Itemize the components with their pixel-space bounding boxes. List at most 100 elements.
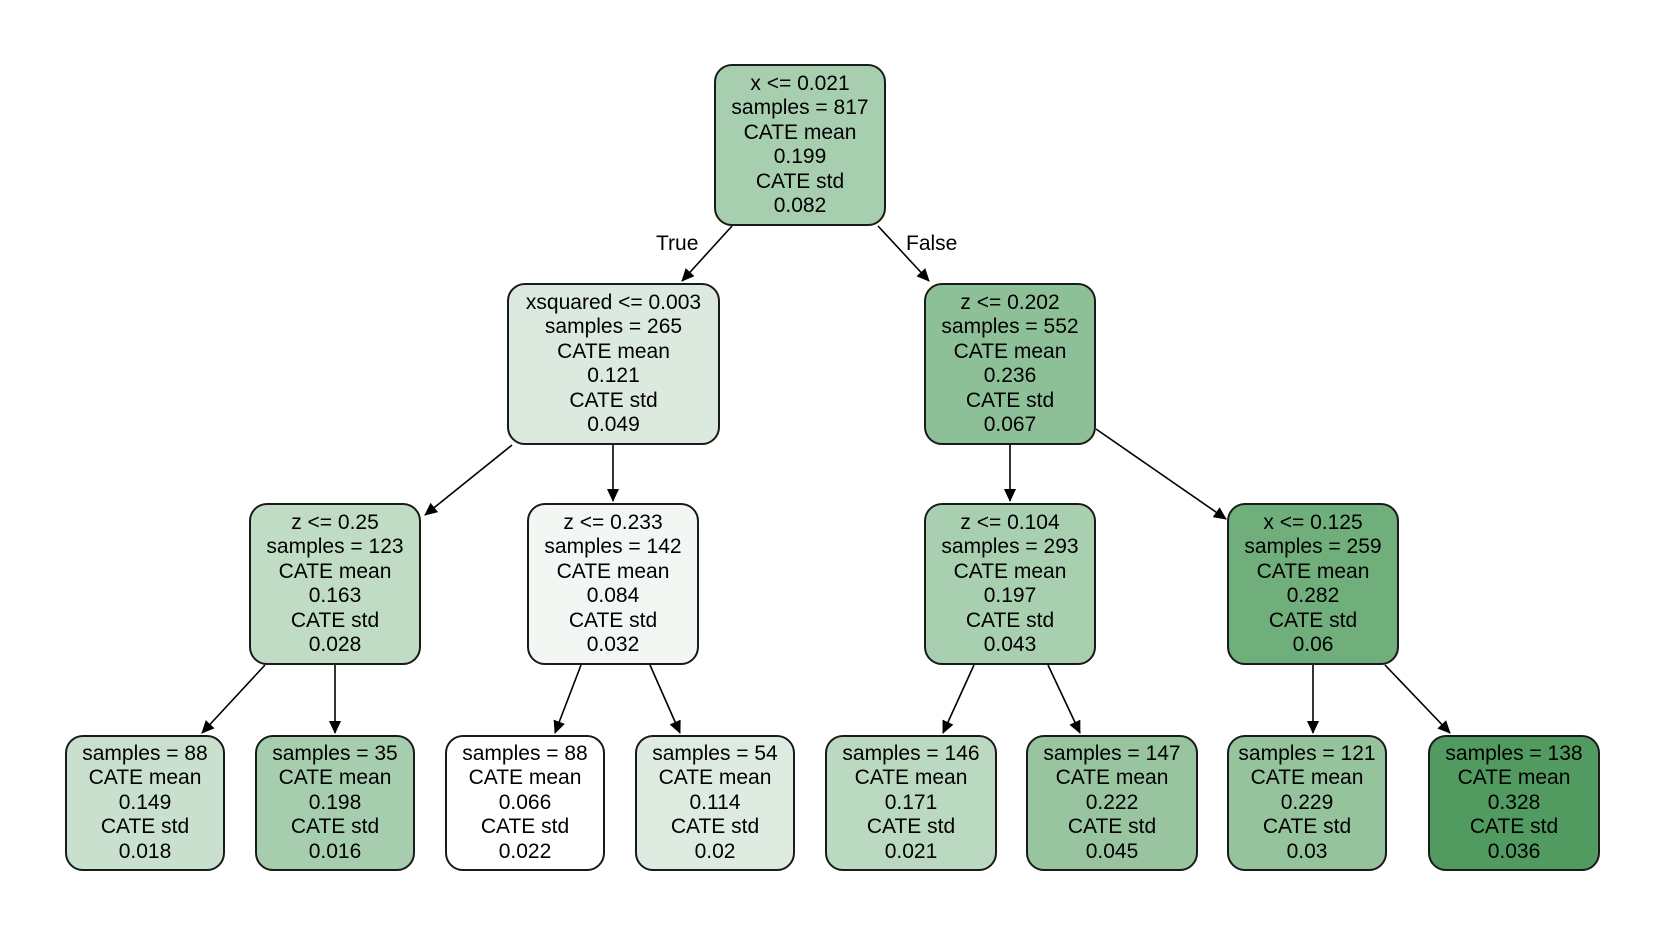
node-cate-mean-value: 0.236 <box>983 364 1037 387</box>
node-samples: samples = 552 <box>941 315 1079 338</box>
node-cate-mean-label: CATE mean <box>557 339 670 363</box>
tree-edge-9 <box>649 664 681 734</box>
node-cate-mean-label: CATE mean <box>1457 766 1571 790</box>
node-samples: samples = 817 <box>731 96 869 119</box>
node-cate-std-value: 0.03 <box>1286 839 1328 863</box>
node-cate-std-value: 0.049 <box>587 413 640 436</box>
node-cate-std-label: CATE std <box>480 815 570 839</box>
tree-edge-13 <box>1384 664 1451 734</box>
node-cate-std-value: 0.032 <box>586 633 640 656</box>
node-samples: samples = 142 <box>544 535 682 558</box>
node-cate-mean-value: 0.149 <box>118 790 172 814</box>
node-cate-mean-value: 0.197 <box>983 584 1037 607</box>
node-samples: samples = 259 <box>1244 535 1382 558</box>
node-samples: samples = 35 <box>272 741 398 765</box>
node-cate-mean-label: CATE mean <box>88 766 202 790</box>
tree-edge-5 <box>1095 428 1227 520</box>
node-split-condition: x <= 0.125 <box>1263 510 1363 534</box>
node-cate-mean-value: 0.171 <box>884 790 938 814</box>
node-cate-mean-label: CATE mean <box>278 766 392 790</box>
node-cate-std-label: CATE std <box>1469 815 1559 839</box>
node-samples: samples = 123 <box>266 535 404 558</box>
tree-edge-10 <box>942 664 975 734</box>
node-cate-std-label: CATE std <box>290 815 380 839</box>
node-samples: samples = 293 <box>941 535 1079 558</box>
node-cate-mean-label: CATE mean <box>953 559 1067 583</box>
node-cate-mean-value: 0.229 <box>1280 790 1334 814</box>
node-cate-mean-label: CATE mean <box>278 559 392 583</box>
node-cate-std-label: CATE std <box>965 608 1055 632</box>
node-cate-std-value: 0.018 <box>118 839 172 863</box>
node-cate-mean-value: 0.114 <box>689 790 741 814</box>
node-cate-std-label: CATE std <box>866 815 956 839</box>
node-cate-mean-label: CATE mean <box>468 766 582 790</box>
node-cate-std-value: 0.082 <box>773 194 827 217</box>
node-split-condition: z <= 0.202 <box>960 290 1060 314</box>
edge-label-true: True <box>656 232 699 255</box>
node-cate-std-label: CATE std <box>1262 815 1352 839</box>
tree-edge-2 <box>424 444 513 516</box>
node-cate-std-label: CATE std <box>670 815 760 839</box>
node-cate-mean-value: 0.328 <box>1487 790 1541 814</box>
node-cate-std-value: 0.043 <box>983 633 1037 656</box>
node-cate-std-label: CATE std <box>1067 815 1157 839</box>
node-cate-mean-label: CATE mean <box>953 339 1067 363</box>
node-samples: samples = 88 <box>462 741 588 765</box>
tree-edge-11 <box>1047 664 1081 734</box>
tree-edge-8 <box>553 664 582 734</box>
node-cate-mean-label: CATE mean <box>854 766 968 790</box>
node-cate-std-value: 0.016 <box>308 839 362 863</box>
node-split-condition: xsquared <= 0.003 <box>525 290 702 314</box>
node-cate-std-label: CATE std <box>1268 608 1358 632</box>
node-cate-std-value: 0.067 <box>983 413 1037 436</box>
node-cate-mean-label: CATE mean <box>658 766 772 790</box>
tree-edge-0 <box>681 225 733 282</box>
node-cate-std-value: 0.02 <box>694 839 736 863</box>
node-cate-mean-value: 0.084 <box>586 584 640 607</box>
node-cate-std-label: CATE std <box>290 608 380 632</box>
node-cate-mean-value: 0.199 <box>773 145 827 168</box>
node-samples: samples = 121 <box>1238 741 1376 765</box>
node-cate-std-label: CATE std <box>100 815 190 839</box>
node-split-condition: z <= 0.25 <box>291 510 379 534</box>
node-split-condition: z <= 0.233 <box>563 510 663 534</box>
node-samples: samples = 147 <box>1043 741 1181 765</box>
node-cate-mean-label: CATE mean <box>1055 766 1169 790</box>
node-split-condition: z <= 0.104 <box>960 510 1060 534</box>
node-cate-mean-label: CATE mean <box>1250 766 1364 790</box>
node-split-condition: x <= 0.021 <box>750 71 850 95</box>
tree-edge-6 <box>201 664 266 734</box>
node-cate-mean-value: 0.198 <box>308 790 362 814</box>
node-cate-mean-label: CATE mean <box>556 559 670 583</box>
node-cate-std-value: 0.022 <box>498 839 552 863</box>
tree-edge-1 <box>877 225 930 282</box>
edge-label-false: False <box>906 232 958 255</box>
node-cate-mean-label: CATE mean <box>743 120 857 144</box>
node-cate-mean-value: 0.282 <box>1286 584 1340 607</box>
node-cate-mean-value: 0.222 <box>1085 790 1139 814</box>
node-cate-std-label: CATE std <box>568 608 658 632</box>
node-cate-mean-value: 0.121 <box>587 364 640 387</box>
node-cate-std-label: CATE std <box>569 388 658 412</box>
node-samples: samples = 138 <box>1445 741 1583 765</box>
node-cate-std-value: 0.045 <box>1085 839 1139 863</box>
node-cate-std-label: CATE std <box>965 388 1055 412</box>
node-cate-std-value: 0.036 <box>1487 839 1541 863</box>
node-cate-std-label: CATE std <box>755 169 845 193</box>
